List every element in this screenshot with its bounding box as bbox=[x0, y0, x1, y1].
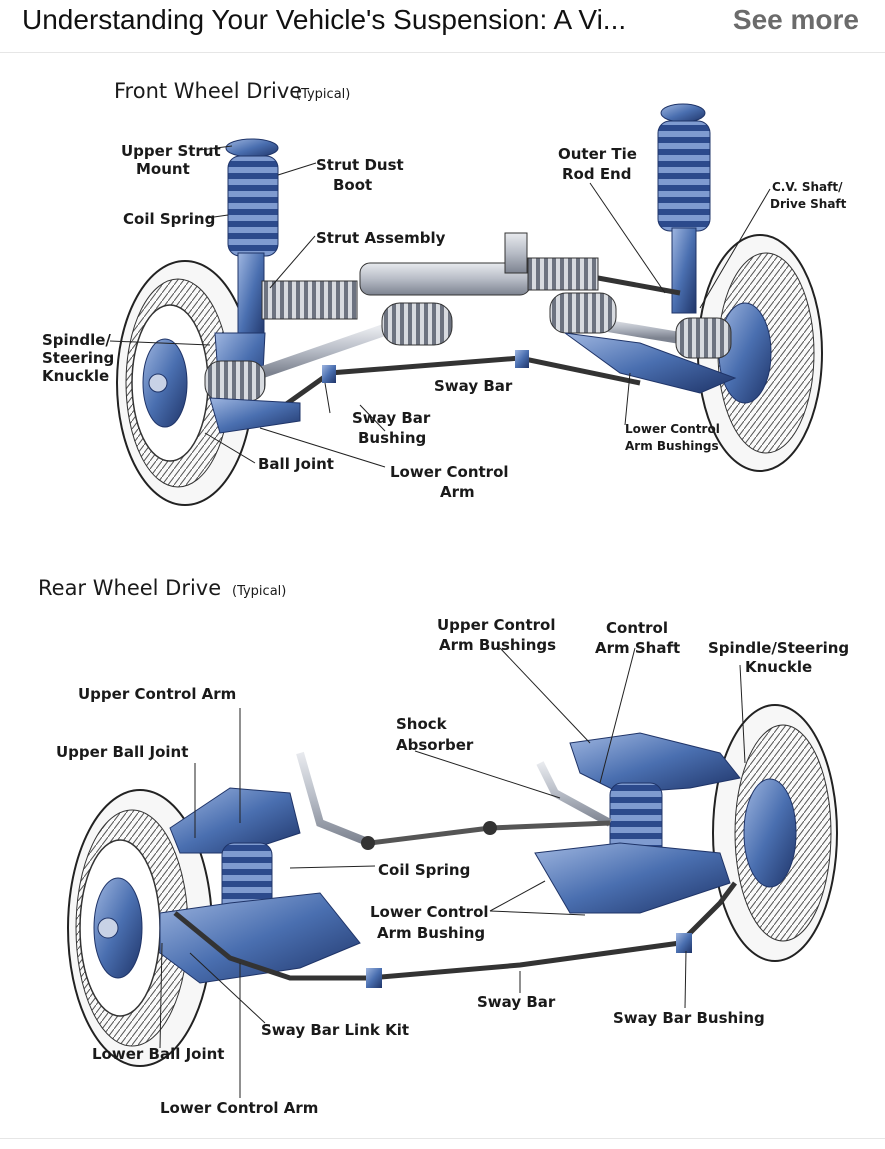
label-rear-lower-control-arm: Lower Control Arm bbox=[160, 1099, 318, 1117]
rear-left-upper-control-arm bbox=[169, 787, 301, 854]
label-rear-sway-bar-bushing: Sway Bar Bushing bbox=[613, 1009, 765, 1027]
front-left-strut bbox=[214, 138, 279, 404]
label-front-spindle-2: Steering bbox=[42, 349, 114, 367]
label-upper-control-arm: Upper Control Arm bbox=[78, 685, 236, 703]
rear-section: Rear Wheel Drive (Typical) bbox=[38, 576, 849, 1117]
label-upper-strut-mount: Upper Strut bbox=[121, 142, 221, 160]
label-lower-control-arm-bushings-2: Arm Bushings bbox=[625, 439, 719, 453]
label-front-lower-control-arm-2: Arm bbox=[440, 483, 475, 501]
label-upper-ball-joint: Upper Ball Joint bbox=[56, 743, 188, 761]
rear-right-lower-control-arm bbox=[534, 842, 731, 914]
label-control-arm-shaft-2: Arm Shaft bbox=[595, 639, 680, 657]
front-drive-shafts bbox=[204, 292, 732, 402]
label-rear-sway-bar: Sway Bar bbox=[477, 993, 556, 1011]
label-outer-tie-rod-end-2: Rod End bbox=[562, 165, 631, 183]
label-front-sway-bar-bushing-2: Bushing bbox=[358, 429, 426, 447]
diagram-svg: Front Wheel Drive (Typical) bbox=[38, 79, 849, 1117]
rear-leader-lines bbox=[159, 647, 746, 1098]
see-more-link[interactable]: See more bbox=[732, 4, 859, 35]
label-front-coil-spring: Coil Spring bbox=[123, 210, 215, 228]
rear-right-upper-control-arm bbox=[569, 732, 741, 794]
rear-left-tire bbox=[67, 789, 213, 1067]
label-lower-ball-joint: Lower Ball Joint bbox=[92, 1045, 224, 1063]
label-front-sway-bar: Sway Bar bbox=[434, 377, 513, 395]
front-labels: Upper Strut Mount Strut Dust Boot Coil S… bbox=[42, 142, 847, 501]
front-sway-bar bbox=[283, 350, 641, 408]
front-left-lower-control-arm bbox=[209, 397, 301, 434]
post-title: Understanding Your Vehicle's Suspension:… bbox=[22, 4, 627, 35]
label-outer-tie-rod-end: Outer Tie bbox=[558, 145, 637, 163]
label-rear-spindle: Spindle/Steering bbox=[708, 639, 849, 657]
label-shock-absorber-2: Absorber bbox=[396, 736, 474, 754]
front-right-strut bbox=[657, 103, 711, 314]
front-left-tire bbox=[116, 260, 254, 506]
label-front-lower-control-arm: Lower Control bbox=[390, 463, 509, 481]
label-upper-strut-mount-2: Mount bbox=[136, 160, 190, 178]
rear-labels: Upper Control Arm Bushings Control Arm S… bbox=[56, 616, 849, 1117]
label-strut-dust-boot: Strut Dust bbox=[316, 156, 404, 174]
label-lower-control-arm-bushing: Lower Control bbox=[370, 903, 489, 921]
post-header: Understanding Your Vehicle's Suspension:… bbox=[0, 0, 885, 53]
label-strut-dust-boot-2: Boot bbox=[333, 176, 372, 194]
label-front-sway-bar-bushing: Sway Bar bbox=[352, 409, 431, 427]
rear-left-lower-control-arm bbox=[159, 892, 361, 984]
front-right-lower-control-arm bbox=[564, 332, 737, 394]
rear-sway-bar bbox=[173, 881, 737, 988]
label-upper-control-arm-bushings-2: Arm Bushings bbox=[439, 636, 556, 654]
footer-divider bbox=[0, 1138, 885, 1139]
rear-shock-absorber bbox=[296, 751, 612, 850]
front-section: Front Wheel Drive (Typical) bbox=[42, 79, 847, 506]
rear-right-tire bbox=[712, 704, 838, 962]
label-rear-coil-spring: Coil Spring bbox=[378, 861, 470, 879]
front-subtitle: (Typical) bbox=[296, 87, 350, 102]
label-front-spindle-3: Knuckle bbox=[42, 367, 109, 385]
label-lower-control-arm-bushings: Lower Control bbox=[625, 422, 720, 436]
label-sway-bar-link-kit: Sway Bar Link Kit bbox=[261, 1021, 409, 1039]
rear-subtitle: (Typical) bbox=[232, 584, 286, 599]
label-cv-shaft: C.V. Shaft/ bbox=[772, 180, 843, 194]
suspension-diagram: Front Wheel Drive (Typical) bbox=[0, 53, 885, 1138]
label-ball-joint: Ball Joint bbox=[258, 455, 334, 473]
label-control-arm-shaft: Control bbox=[606, 619, 668, 637]
label-strut-assembly: Strut Assembly bbox=[316, 229, 446, 247]
label-cv-shaft-2: Drive Shaft bbox=[770, 197, 847, 211]
label-front-spindle: Spindle/ bbox=[42, 331, 111, 349]
label-upper-control-arm-bushings: Upper Control bbox=[437, 616, 555, 634]
label-rear-spindle-2: Knuckle bbox=[745, 658, 812, 676]
front-leader-lines bbox=[109, 145, 771, 468]
label-shock-absorber: Shock bbox=[396, 715, 448, 733]
label-lower-control-arm-bushing-2: Arm Bushing bbox=[377, 924, 485, 942]
rear-title: Rear Wheel Drive bbox=[38, 576, 221, 600]
front-title: Front Wheel Drive bbox=[114, 79, 302, 103]
front-steering-rack bbox=[261, 232, 681, 320]
